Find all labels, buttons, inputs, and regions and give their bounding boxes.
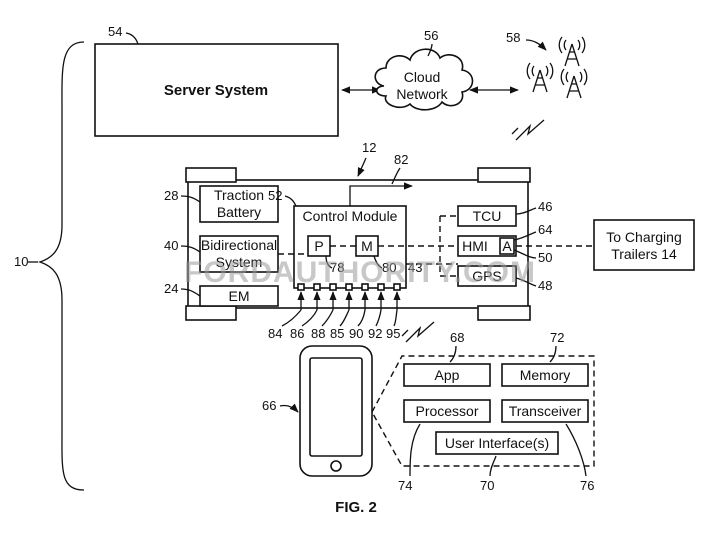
figure-caption: FIG. 2 <box>335 499 377 516</box>
wheel-front-right <box>477 167 531 183</box>
processor-label: Processor <box>415 403 478 419</box>
ref-74: 74 <box>398 478 412 493</box>
app-box <box>403 363 491 387</box>
ref-46: 46 <box>538 199 552 214</box>
cell-tower-icon <box>526 36 588 99</box>
phone-screen <box>309 357 363 457</box>
gps-box <box>457 265 517 287</box>
tcu-label: TCU <box>473 208 502 224</box>
ref-82: 82 <box>394 152 408 167</box>
a-label: A <box>502 238 512 254</box>
watermark-text: FORDAUTHORITY.COM <box>184 256 536 289</box>
ref-50: 50 <box>538 250 552 265</box>
cloud-shape <box>374 48 474 111</box>
ref-70: 70 <box>480 478 494 493</box>
ref-76: 76 <box>580 478 594 493</box>
ref-95: 95 <box>386 326 400 341</box>
wheel-front-left <box>185 167 237 183</box>
ref-56: 56 <box>424 28 438 43</box>
cloud-label-2: Network <box>396 86 448 102</box>
ref-24: 24 <box>164 281 178 296</box>
bus-arrow <box>349 182 413 206</box>
hmi-label: HMI <box>462 238 488 254</box>
ref-85: 85 <box>330 326 344 341</box>
traction-label-2: Battery <box>217 204 261 220</box>
transceiver-label: Transceiver <box>509 403 582 419</box>
ref-43: 43 <box>408 260 422 275</box>
cloud-label-1: Cloud <box>404 69 441 85</box>
ref-84: 84 <box>268 326 282 341</box>
ref-12: 12 <box>362 140 376 155</box>
ref-66: 66 <box>262 398 276 413</box>
hmi-a-box <box>499 237 515 255</box>
user-interface-box <box>435 431 559 455</box>
traction-label-1: Traction <box>214 187 264 203</box>
bidirectional-system-box <box>199 235 279 273</box>
wireless-bolt-icon-2 <box>401 321 435 343</box>
user-interface-label: User Interface(s) <box>445 435 549 451</box>
phone-home-button <box>330 460 342 472</box>
p-label: P <box>314 238 323 254</box>
ref-80: 80 <box>382 260 396 275</box>
charging-label-1: To Charging <box>606 229 682 245</box>
ref-48: 48 <box>538 278 552 293</box>
wireless-bolt-icon <box>511 119 545 141</box>
ref-64: 64 <box>538 222 552 237</box>
ref-52: 52 <box>268 188 282 203</box>
m-label: M <box>361 238 373 254</box>
ref-90: 90 <box>349 326 363 341</box>
memory-box <box>501 363 589 387</box>
ref-28: 28 <box>164 188 178 203</box>
ref-72: 72 <box>550 330 564 345</box>
ref-54: 54 <box>108 24 122 39</box>
memory-label: Memory <box>520 367 571 383</box>
app-label: App <box>435 367 460 383</box>
processor-box <box>403 399 491 423</box>
server-system-label: Server System <box>164 82 268 99</box>
control-module-label: Control Module <box>303 208 398 224</box>
traction-battery-box <box>199 185 279 223</box>
charging-label-2: Trailers 14 <box>611 246 677 262</box>
ref-10: 10 <box>14 254 28 269</box>
ref-58: 58 <box>506 30 520 45</box>
sensor-inputs <box>281 283 401 327</box>
ref-92: 92 <box>368 326 382 341</box>
ref-68: 68 <box>450 330 464 345</box>
ref-86: 86 <box>290 326 304 341</box>
em-label: EM <box>229 288 250 304</box>
ref-88: 88 <box>311 326 325 341</box>
wheel-rear-right <box>477 305 531 321</box>
ref-40: 40 <box>164 238 178 253</box>
tcu-box <box>457 205 517 227</box>
ref-78: 78 <box>330 260 344 275</box>
transceiver-box <box>501 399 589 423</box>
charging-trailers-box <box>593 219 695 271</box>
server-system-box <box>94 43 339 137</box>
gps-label: GPS <box>472 268 502 284</box>
bidir-label-2: System <box>216 254 263 270</box>
system-brace <box>37 41 85 491</box>
phone-detail-callout <box>371 355 595 467</box>
bidir-label-1: Bidirectional <box>201 237 277 253</box>
wheel-rear-left <box>185 305 237 321</box>
